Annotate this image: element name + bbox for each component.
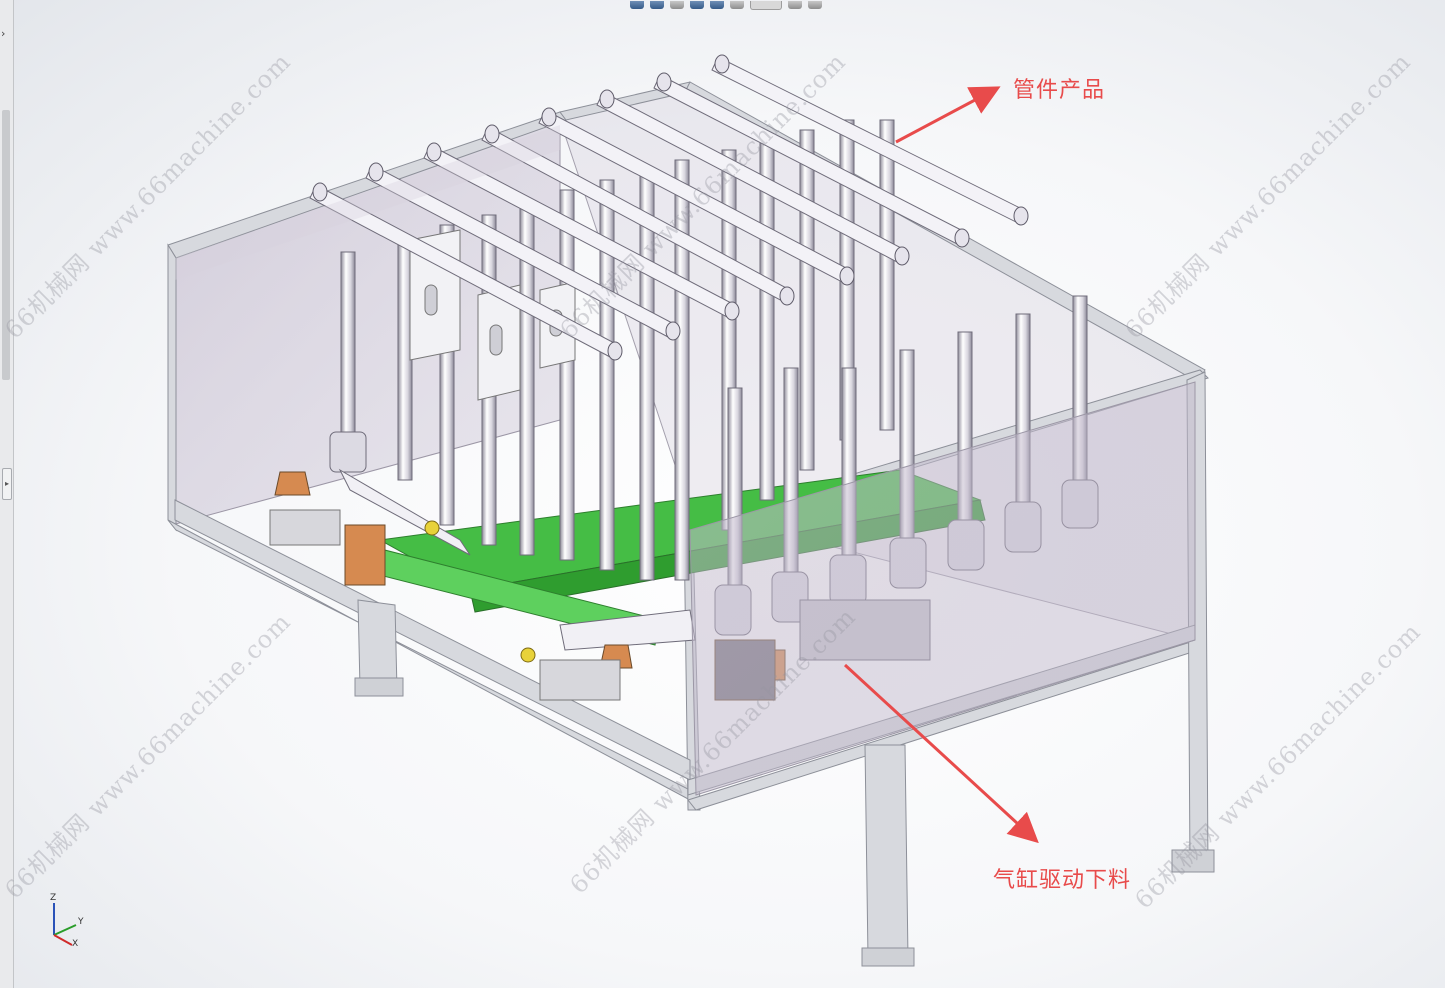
axis-triad-graphic xyxy=(53,903,77,946)
previous-view-icon[interactable] xyxy=(670,1,684,9)
zoom-to-fit-icon[interactable] xyxy=(630,1,644,9)
axis-x-label: X xyxy=(72,939,79,949)
left-side-panel: › ▸ xyxy=(0,0,14,988)
product-callout-label: 管件产品 xyxy=(1013,78,1106,103)
axis-z-label: Z xyxy=(50,893,57,903)
zoom-area-icon[interactable] xyxy=(650,1,664,9)
edit-appearance-icon[interactable] xyxy=(788,1,802,9)
cylinder-callout-label: 气缸驱动下料 xyxy=(993,868,1132,893)
apply-scene-icon[interactable] xyxy=(808,1,822,9)
scrollbar-thumb[interactable] xyxy=(2,110,10,380)
vertical-holder-pipes xyxy=(340,119,1088,599)
heads-up-toolbar xyxy=(630,0,975,10)
hide-show-items-icon[interactable] xyxy=(750,0,782,10)
section-view-icon[interactable] xyxy=(690,1,704,9)
chevron-right-icon[interactable]: › xyxy=(1,27,6,40)
view-orientation-icon[interactable] xyxy=(710,1,724,9)
display-style-icon[interactable] xyxy=(730,1,744,9)
axis-triad: Z Y X xyxy=(42,893,92,953)
cylinder-arrow xyxy=(843,663,1039,844)
axis-y-label: Y xyxy=(78,917,84,927)
cad-model-viewport[interactable] xyxy=(14,10,1445,988)
product-arrow xyxy=(895,86,1001,144)
pipe-products xyxy=(309,56,1025,359)
front-glass-panel xyxy=(175,125,1196,796)
panel-resize-handle[interactable]: ▸ xyxy=(2,468,12,500)
pipe-end-caps xyxy=(312,54,1029,361)
callout-arrows xyxy=(843,86,1039,844)
